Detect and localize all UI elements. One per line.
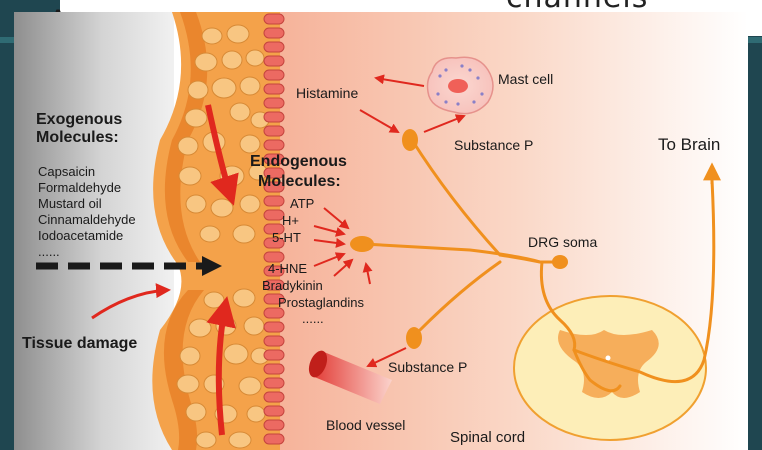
diagram-panel: Exogenous Molecules: Capsaicin Formaldeh… [14, 12, 748, 450]
exogenous-item: Capsaicin [38, 164, 95, 179]
endogenous-item: 5-HT [272, 230, 301, 245]
endogenous-title-line-2: Molecules: [258, 173, 341, 190]
to-brain-label: To Brain [658, 135, 720, 154]
tissue-damage-label: Tissue damage [22, 335, 137, 352]
mast-cell [428, 57, 494, 113]
substance-p-top-label: Substance P [454, 137, 533, 153]
endogenous-item: Prostaglandins [278, 295, 364, 310]
endogenous-item: ATP [290, 196, 314, 211]
drg-soma-cell [552, 255, 568, 269]
nerve-ending-bottom [406, 327, 422, 349]
histamine-label: Histamine [296, 85, 358, 101]
endogenous-item: 4-HNE [268, 261, 307, 276]
endogenous-item: ...... [302, 311, 324, 326]
central-canal [606, 356, 611, 361]
endogenous-title-line-1: Endogenous [250, 153, 347, 170]
drg-soma-label: DRG soma [528, 234, 597, 250]
exogenous-item: Iodoacetamide [38, 228, 123, 243]
exogenous-title-line-1: Exogenous [36, 111, 122, 128]
cell-membrane-column [264, 14, 284, 444]
nerve-ending-top [402, 129, 418, 151]
exogenous-item: ...... [38, 244, 60, 259]
exogenous-item: Formaldehyde [38, 180, 121, 195]
endogenous-item: Bradykinin [262, 278, 323, 293]
endogenous-item: H+ [282, 213, 299, 228]
blood-vessel-label: Blood vessel [326, 417, 405, 433]
exogenous-item: Cinnamaldehyde [38, 212, 136, 227]
nerve-ending-middle [350, 236, 374, 252]
exogenous-item: Mustard oil [38, 196, 102, 211]
mast-cell-label: Mast cell [498, 71, 553, 87]
spinal-cord-label: Spinal cord [450, 429, 525, 446]
substance-p-bottom-label: Substance P [388, 359, 467, 375]
exogenous-title-line-2: Molecules: [36, 129, 119, 146]
pain-pathway-diagram: Exogenous Molecules: Capsaicin Formaldeh… [14, 12, 748, 450]
